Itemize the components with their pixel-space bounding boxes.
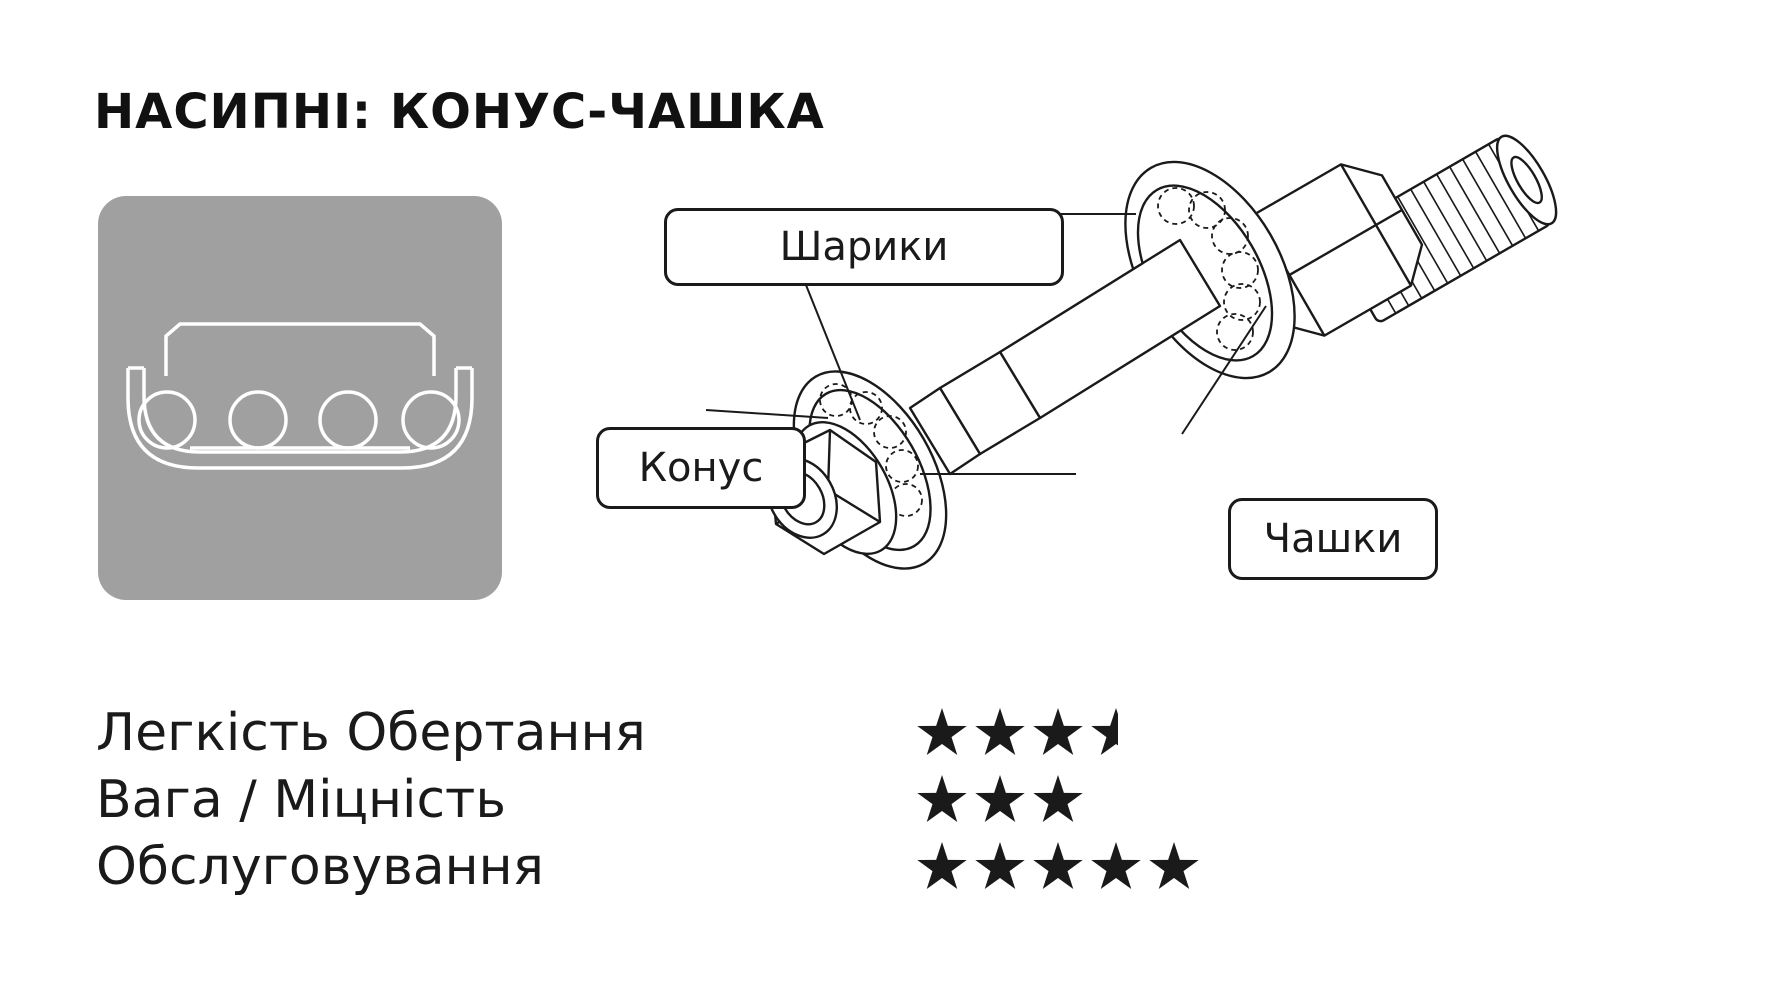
label-cone: Конус [596, 427, 806, 509]
rating-label: Легкість Обертання [96, 703, 646, 763]
page-title: НАСИПНІ: КОНУС-ЧАШКА [94, 84, 825, 140]
star-icon [1149, 842, 1199, 890]
star-icon [1033, 842, 1083, 890]
star-rating [916, 773, 1090, 829]
label-balls: Шарики [664, 208, 1064, 286]
leader-cone [705, 409, 829, 419]
rating-row: Легкість Обертання [96, 700, 1296, 767]
stars [917, 708, 1118, 756]
stars [917, 775, 1083, 823]
stars [917, 842, 1199, 890]
rating-row: Вага / Міцність [96, 767, 1296, 834]
star-icon [975, 775, 1025, 823]
star-icon [975, 708, 1025, 756]
ratings-table: Легкість Обертання Вага / Міцність Обслу… [96, 700, 1296, 901]
label-cups: Чашки [1228, 498, 1438, 580]
star-icon [975, 842, 1025, 890]
rating-row: Обслуговування [96, 834, 1296, 901]
star-icon [1091, 842, 1141, 890]
star-icon [917, 708, 967, 756]
rating-label: Вага / Міцність [96, 770, 506, 830]
star-icon [1033, 775, 1083, 823]
leader-cups-2 [1181, 305, 1267, 435]
half-star-icon [1091, 708, 1118, 756]
star-rating [916, 706, 1148, 762]
rating-label: Обслуговування [96, 837, 544, 897]
star-icon [917, 775, 967, 823]
star-rating [916, 840, 1206, 896]
label-balls-text: Шарики [779, 224, 949, 270]
label-cone-text: Конус [638, 445, 764, 491]
star-icon [1033, 708, 1083, 756]
bearing-section-icon [98, 196, 502, 600]
label-cups-text: Чашки [1263, 516, 1403, 562]
hub-axle-illustration [580, 70, 1700, 640]
star-icon [917, 842, 967, 890]
